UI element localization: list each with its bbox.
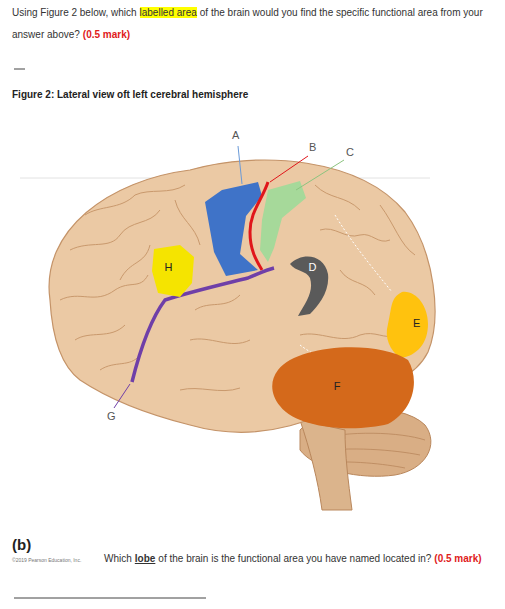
region-outline — [290, 257, 328, 316]
region-shape — [150, 243, 196, 299]
callout-letter: A — [232, 129, 239, 141]
region-shape — [268, 340, 418, 432]
question-text: Which — [104, 553, 132, 564]
figure-title: Figure 2: Lateral view oft left cerebral… — [12, 89, 248, 100]
region-letter: D — [309, 261, 317, 273]
callout-letter: G — [107, 410, 116, 422]
panel-label: (b) — [12, 536, 31, 553]
emphasis-word: lobe — [135, 553, 156, 564]
mark-value: (0.5 mark) — [434, 553, 481, 564]
region-outline — [152, 245, 194, 297]
region-shape — [382, 288, 430, 360]
question-text: Using Figure 2 below, whichlabelled area… — [12, 2, 492, 46]
broca-area-region: H — [150, 243, 196, 299]
visual-cortex-region: E — [382, 288, 430, 360]
question-text: Whichlobeof the brain is the functional … — [104, 548, 499, 570]
question-text: Using Figure 2 below, which — [12, 7, 137, 18]
copyright-note: ©2019 Pearson Education, Inc. — [12, 557, 81, 563]
region-outline — [272, 347, 414, 428]
wernicke-area-region: D — [284, 252, 330, 318]
highlighted-text: labelled area — [140, 7, 197, 18]
region-letter: H — [164, 261, 172, 273]
mark-value: (0.5 mark) — [83, 29, 130, 40]
callout-letter: C — [346, 146, 354, 158]
auditory-cortex-region: F — [268, 340, 418, 432]
callout-letter: B — [309, 141, 316, 153]
region-letter: F — [334, 380, 341, 392]
region-outline — [387, 292, 428, 358]
region-shape — [284, 252, 330, 318]
region-letter: E — [413, 317, 420, 329]
question-text: of the brain is the functional area you … — [158, 553, 431, 564]
